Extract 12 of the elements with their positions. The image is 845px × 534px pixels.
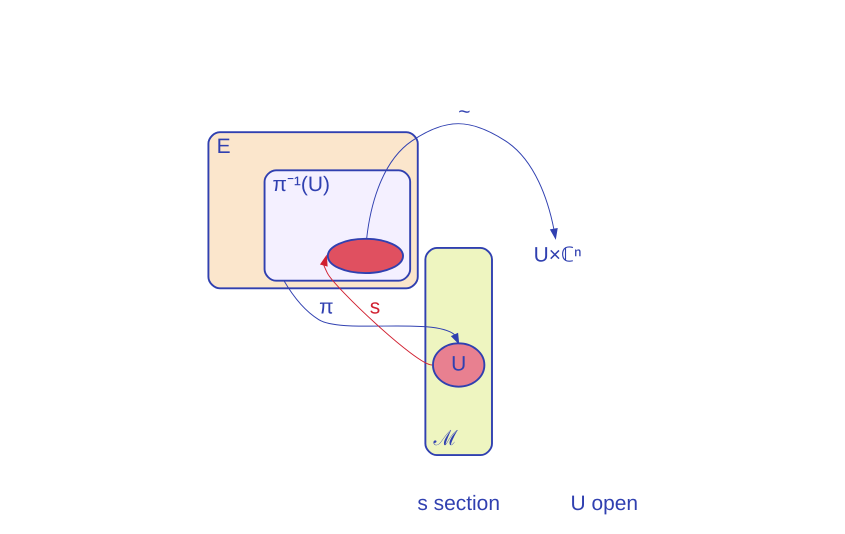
arrow (319, 254, 432, 366)
node-ellipse: U (432, 342, 485, 388)
arrow (366, 123, 558, 240)
cluster: π⁻¹(U) (263, 169, 411, 282)
arrow (282, 280, 459, 345)
edge-label: s (369, 296, 380, 319)
node-text: U×ℂⁿ (533, 243, 582, 266)
edge-label: ~ (458, 100, 470, 124)
label: U open (570, 492, 638, 515)
label: s section (416, 492, 500, 515)
edge-label: π (318, 296, 334, 319)
node-ellipse (326, 238, 404, 274)
